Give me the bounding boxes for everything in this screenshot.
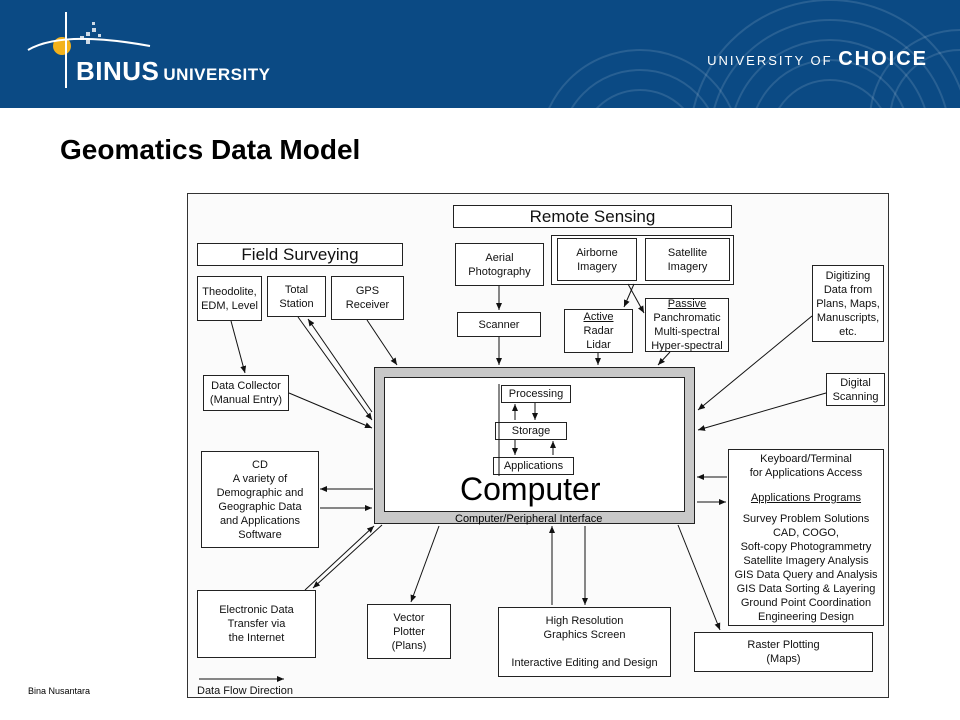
arrow-passive-computer — [657, 351, 671, 366]
arrow-electronic-computer — [304, 525, 375, 591]
passive-body: Panchromatic Multi-spectral Hyper-spectr… — [651, 312, 723, 352]
arrow-computer-vector — [410, 525, 440, 603]
vector-plotter-box: Vector Plotter (Plans) — [367, 604, 451, 659]
tagline: UNIVERSITY OF CHOICE — [707, 48, 928, 71]
raster-plotting-box: Raster Plotting (Maps) — [694, 632, 873, 672]
flow-direction-label: Data Flow Direction — [197, 685, 293, 697]
hires-label: High Resolution Graphics Screen — [543, 615, 626, 641]
electronic-transfer-box: Electronic Data Transfer via the Interne… — [197, 590, 316, 658]
logo-sub: UNIVERSITY — [163, 65, 271, 84]
logo-mark-icon — [27, 12, 151, 88]
arrow-collector-computer — [288, 392, 373, 429]
page-title: Geomatics Data Model — [60, 134, 361, 165]
arrow-imagery-active — [623, 283, 635, 308]
total-station-box: Total Station — [267, 276, 326, 317]
active-sensing-box: Active Radar Lidar — [564, 309, 633, 353]
active-heading: Active — [583, 311, 614, 323]
arrow-computer-raster — [677, 524, 721, 631]
scanner-box: Scanner — [457, 312, 541, 337]
field-surveying-box: Field Surveying — [197, 243, 403, 266]
logo-main: BINUS — [76, 56, 160, 86]
satellite-imagery-box: Satellite Imagery — [645, 238, 730, 281]
arrow-scanning-computer — [697, 392, 827, 431]
applications-box: Applications — [493, 457, 574, 475]
passive-heading: Passive — [667, 298, 707, 310]
arrow-gps-computer — [366, 319, 398, 366]
airborne-imagery-box: Airborne Imagery — [557, 238, 637, 281]
interactive-label: Interactive Editing and Design — [511, 657, 658, 669]
gps-receiver-box: GPS Receiver — [331, 276, 404, 320]
data-collector-box: Data Collector (Manual Entry) — [203, 375, 289, 411]
storage-box: Storage — [495, 422, 567, 440]
interface-label: Computer/Peripheral Interface — [455, 513, 603, 525]
arrow-computer-station — [307, 318, 373, 413]
tagline-prefix: UNIVERSITY OF — [707, 53, 833, 68]
footer-text: Bina Nusantara — [28, 686, 91, 696]
app-programs-list: Survey Problem Solutions CAD, COGO, Soft… — [734, 513, 878, 623]
keyboard-label: Keyboard/Terminal for Applications Acces… — [749, 453, 863, 479]
active-body: Radar Lidar — [583, 325, 614, 351]
arrow-computer-electronic — [312, 524, 383, 589]
arrow-theodolite-collector — [230, 320, 247, 374]
arrow-digitizing-computer — [697, 315, 813, 411]
header-decoration — [27, 0, 960, 108]
arrow-station-computer — [297, 316, 373, 421]
digitizing-box: Digitizing Data from Plans, Maps, Manusc… — [812, 265, 884, 342]
tagline-emphasis: CHOICE — [838, 48, 928, 70]
arrow-imagery-passive — [627, 283, 645, 314]
computer-label: Computer — [460, 471, 601, 507]
cd-box: CD A variety of Demographic and Geograph… — [201, 451, 319, 548]
passive-sensing-box: Passive Panchromatic Multi-spectral Hype… — [645, 298, 729, 352]
processing-box: Processing — [501, 385, 571, 403]
applications-programs-box: Keyboard/Terminal for Applications Acces… — [728, 449, 884, 626]
aerial-photography-box: Aerial Photography — [455, 243, 544, 286]
hires-screen-box: High Resolution Graphics Screen Interact… — [498, 607, 671, 677]
theodolite-box: Theodolite, EDM, Level — [197, 276, 262, 321]
digital-scanning-box: Digital Scanning — [826, 373, 885, 406]
app-programs-heading: Applications Programs — [750, 492, 862, 504]
remote-sensing-box: Remote Sensing — [453, 205, 732, 228]
